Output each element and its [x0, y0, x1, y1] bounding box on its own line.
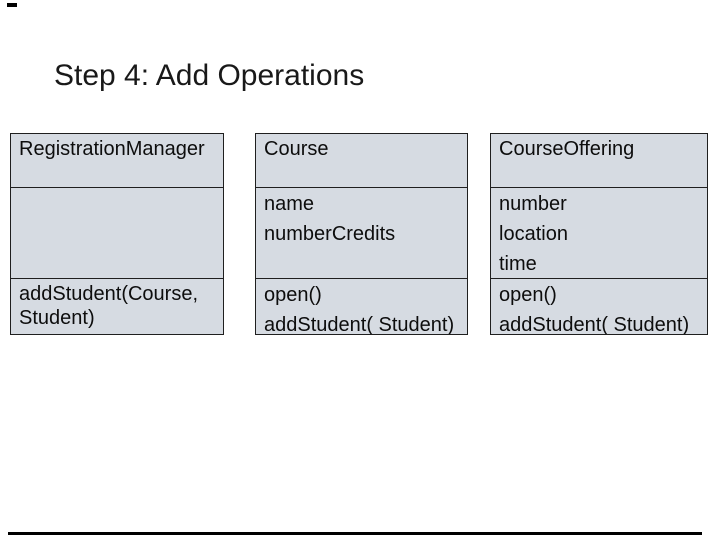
class-name-compartment: Course	[256, 134, 467, 187]
attribute-item: numberCredits	[264, 223, 396, 245]
bottom-edge-line	[8, 532, 702, 535]
class-attributes-compartment: number location time	[491, 187, 707, 278]
operation-item: addStudent( Student)	[264, 314, 455, 334]
class-operations-compartment: open() addStudent( Student)	[256, 278, 467, 334]
class-name-compartment: RegistrationManager	[11, 134, 223, 187]
class-attributes-compartment: name numberCredits	[256, 187, 467, 278]
class-name: CourseOffering	[499, 138, 635, 160]
class-box-course: Course name numberCredits open() addStud…	[255, 133, 468, 335]
operation-item: addStudent(Course, Student)	[19, 283, 199, 329]
attribute-item: location	[499, 223, 568, 245]
class-operations-compartment: addStudent(Course, Student)	[11, 278, 223, 334]
class-name-compartment: CourseOffering	[491, 134, 707, 187]
class-box-course-offering: CourseOffering number location time open…	[490, 133, 708, 335]
class-name: RegistrationManager	[19, 138, 205, 160]
operation-item: open()	[499, 284, 557, 306]
operation-item: open()	[264, 284, 322, 306]
class-box-registration-manager: RegistrationManager addStudent(Course, S…	[10, 133, 224, 335]
attribute-item: name	[264, 193, 315, 215]
class-attributes-compartment	[11, 187, 223, 278]
class-operations-compartment: open() addStudent( Student)	[491, 278, 707, 334]
scan-artifact-top-left	[7, 3, 17, 7]
attribute-item: time	[499, 253, 537, 275]
slide-title: Step 4: Add Operations	[54, 59, 365, 92]
operation-item: addStudent( Student)	[499, 314, 690, 334]
attribute-item: number	[499, 193, 567, 215]
class-name: Course	[264, 138, 329, 160]
